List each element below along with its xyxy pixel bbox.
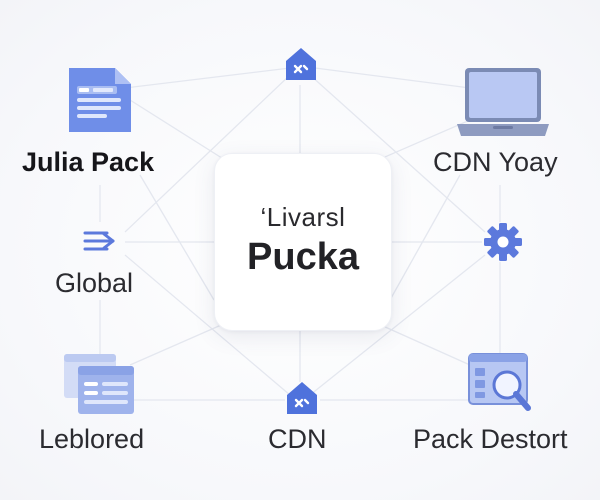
upload-house-icon <box>280 44 322 86</box>
transfer-arrows-icon <box>82 224 118 258</box>
node-label-pack-destort: Pack Destort <box>413 424 568 454</box>
connector-line <box>129 321 229 366</box>
hub-title: Pucka <box>247 236 359 278</box>
connector-line <box>377 119 471 161</box>
node-label-global: Global <box>55 268 134 298</box>
connector-line <box>129 99 226 161</box>
connector-line <box>309 254 486 396</box>
node-label-leblored: Leblored <box>39 424 145 454</box>
node-label-cdn: CDN <box>268 424 327 454</box>
laptop-icon <box>455 66 551 138</box>
connector-line <box>139 174 215 301</box>
node-label-cdn-yoay: CDN Yoay <box>433 147 558 177</box>
node-label-julia-pack: Julia Pack <box>22 147 155 177</box>
gear-icon <box>483 222 523 262</box>
browser-windows-icon <box>62 352 136 416</box>
upload-house-icon <box>281 378 323 420</box>
document-icon <box>63 64 135 136</box>
connector-line <box>389 174 461 301</box>
connector-line <box>124 254 291 396</box>
connector-line <box>309 74 486 233</box>
connector-line <box>124 67 291 89</box>
hub-card: ‘Livarsl Pucka <box>214 153 392 331</box>
connector-line <box>373 321 471 366</box>
image-search-icon <box>465 352 537 422</box>
hub-subtitle: ‘Livarsl <box>260 202 346 232</box>
connector-line <box>124 74 291 233</box>
connector-line <box>314 67 471 89</box>
